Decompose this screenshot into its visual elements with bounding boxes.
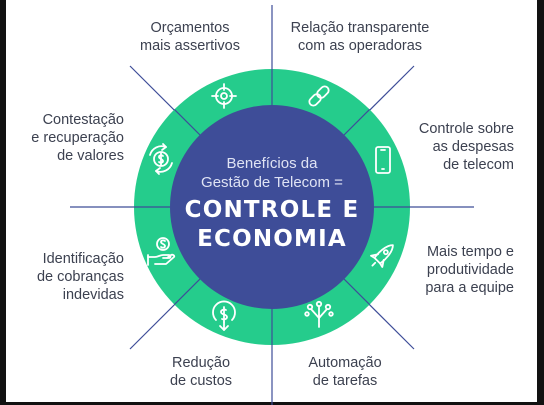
window-frame-right <box>537 0 544 405</box>
benefit-label-expense-control: Controle sobre as despesas de telecom <box>418 121 514 173</box>
smartphone-icon <box>375 146 391 174</box>
center-title-line2: ECONOMIA <box>197 226 347 252</box>
benefit-label-productivity: Mais tempo e produtividade para a equipe <box>425 244 514 296</box>
center-core <box>170 105 374 309</box>
benefit-label-improper-charges: Identificação de cobranças indevidas <box>36 251 124 303</box>
window-frame-left <box>0 0 6 405</box>
rocket-icon <box>370 244 394 268</box>
benefit-label-operators: Relação transparente com as operadoras <box>290 20 430 54</box>
benefit-label-automation: Automação de tarefas <box>308 355 382 389</box>
hand-money-icon <box>147 237 176 266</box>
money-down-icon <box>212 300 236 331</box>
center-title-line1: CONTROLE E <box>184 197 360 223</box>
target-icon <box>211 83 237 109</box>
benefit-label-budgets: Orçamentos mais assertivos <box>140 20 240 54</box>
center-subtitle-line2: Gestão de Telecom = <box>201 174 343 191</box>
center-subtitle-line1: Benefícios da <box>226 155 318 172</box>
benefit-label-cost-reduction: Redução de custos <box>169 355 233 389</box>
chain-link-icon <box>308 85 330 107</box>
benefit-label-contestation: Contestação e recuperação de valores <box>31 112 124 164</box>
network-tree-icon <box>304 300 334 328</box>
money-recovery-icon <box>149 143 173 175</box>
